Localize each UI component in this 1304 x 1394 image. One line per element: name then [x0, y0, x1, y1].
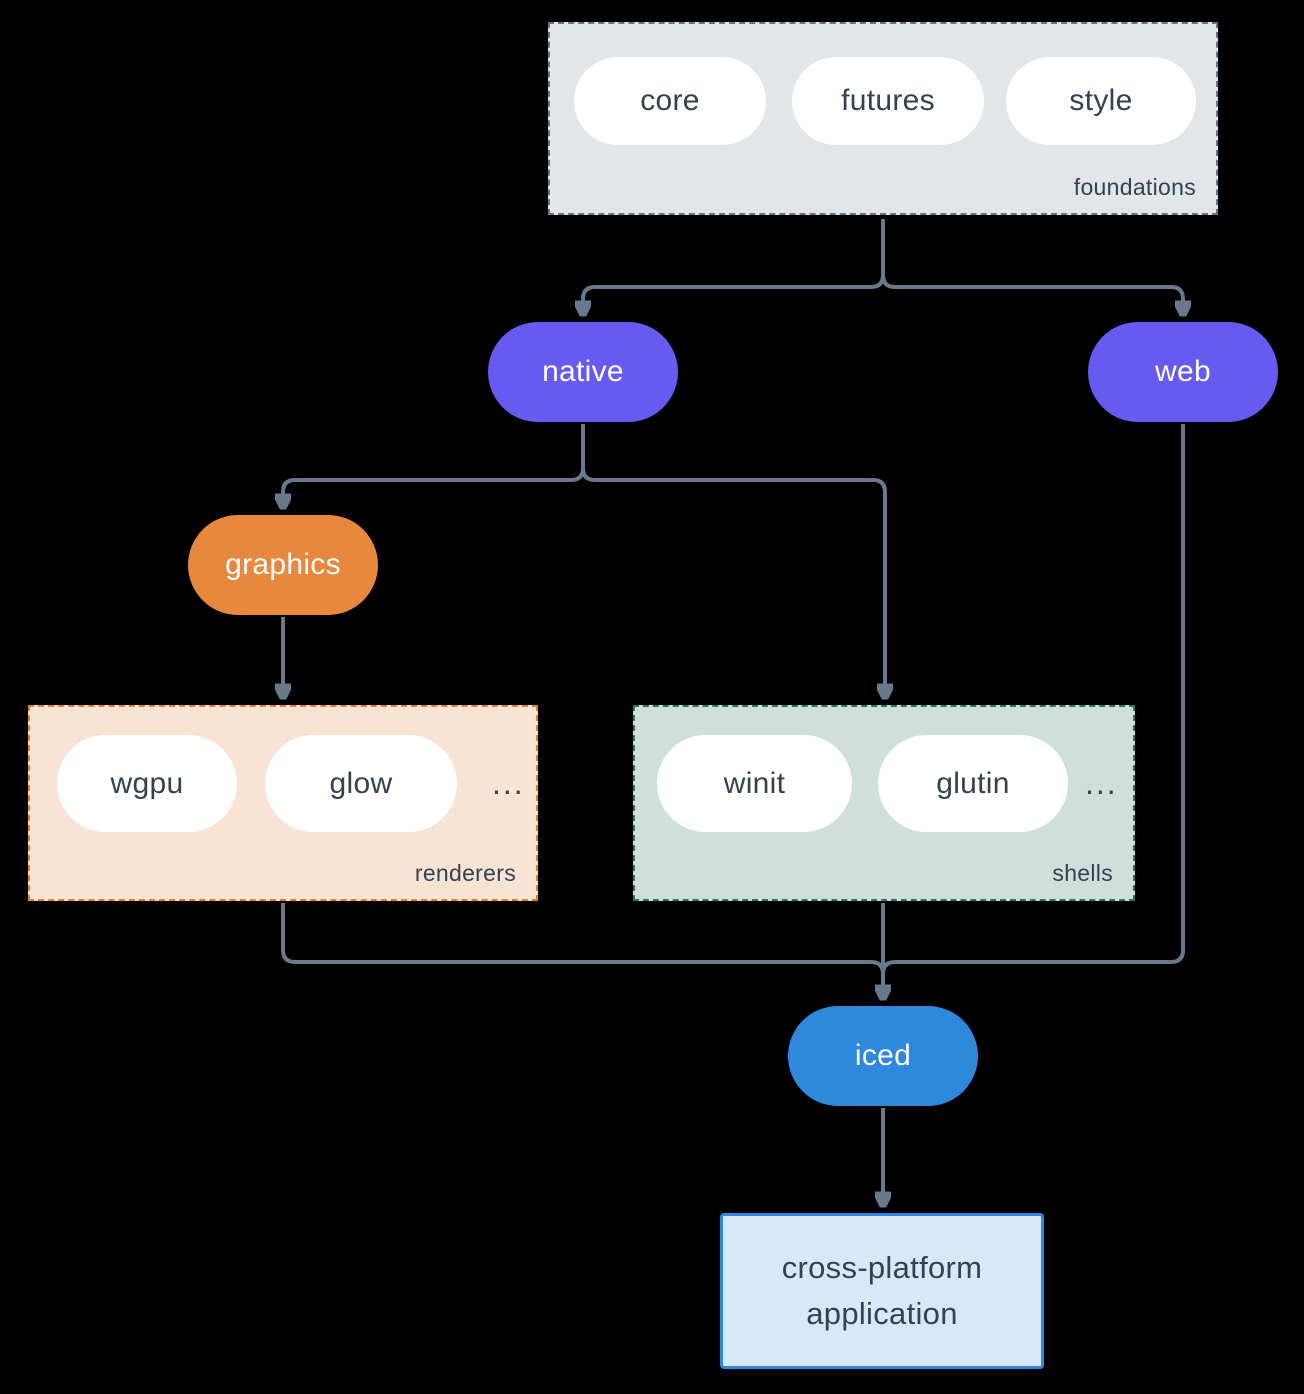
edge-native-graphics — [283, 424, 585, 507]
edge-native-shells — [581, 424, 885, 697]
node-iced: iced — [788, 1006, 978, 1106]
group-renderers-label: renderers — [414, 860, 516, 886]
node-glutin: glutin — [878, 735, 1068, 832]
edge-foundations-native — [583, 219, 885, 314]
node-wgpu: wgpu — [57, 735, 237, 832]
edge-renderers-iced — [281, 903, 885, 975]
node-futures: futures — [792, 57, 984, 145]
edge-foundations-web — [881, 219, 1183, 314]
group-foundations: core futures style foundations — [548, 22, 1218, 215]
node-native: native — [488, 322, 678, 422]
group-renderers: wgpu glow ... renderers — [28, 705, 538, 901]
application-label-line2: application — [806, 1296, 958, 1331]
node-web: web — [1088, 322, 1278, 422]
renderers-ellipsis: ... — [492, 765, 525, 801]
node-graphics: graphics — [188, 515, 378, 615]
node-glow: glow — [265, 735, 457, 832]
node-cross-platform-application: cross-platform application — [720, 1213, 1044, 1369]
node-style: style — [1006, 57, 1196, 145]
node-core: core — [574, 57, 766, 145]
node-winit: winit — [657, 735, 852, 832]
group-shells-label: shells — [1052, 860, 1113, 886]
group-foundations-label: foundations — [1073, 174, 1196, 200]
application-label-line1: cross-platform — [781, 1249, 983, 1285]
shells-ellipsis: ... — [1085, 765, 1118, 801]
group-shells: winit glutin ... shells — [633, 705, 1135, 901]
